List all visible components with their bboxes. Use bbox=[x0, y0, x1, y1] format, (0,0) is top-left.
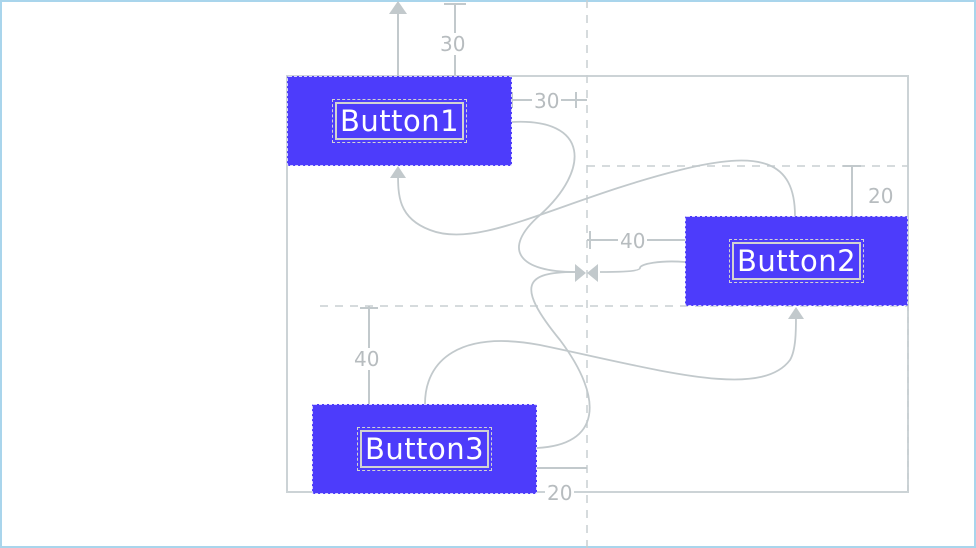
button1[interactable]: Button1 bbox=[287, 76, 512, 166]
arrow-up-icon bbox=[389, 1, 407, 14]
constraint-curves bbox=[397, 121, 797, 449]
button3[interactable]: Button3 bbox=[312, 404, 537, 494]
dimension-label-button3-bottom: 20 bbox=[545, 481, 575, 505]
button2-to-chain-curve bbox=[599, 260, 686, 273]
dimension-label-button1-top: 30 bbox=[438, 32, 468, 56]
button2-label: Button2 bbox=[728, 239, 865, 283]
button3-to-chain-curve bbox=[530, 271, 591, 449]
arrow-up-icon bbox=[390, 166, 406, 178]
chain-bowtie-icon bbox=[575, 264, 598, 282]
dimension-label-button2-start: 40 bbox=[618, 229, 648, 253]
button3-to-button2-curve bbox=[424, 315, 797, 405]
button1-label: Button1 bbox=[331, 99, 468, 143]
button2-to-button1-curve bbox=[397, 159, 796, 236]
dimension-label-button3-top: 40 bbox=[352, 347, 382, 371]
button2-top-constraint bbox=[843, 165, 861, 216]
arrow-up-icon bbox=[788, 307, 804, 319]
dimension-label-button2-top: 20 bbox=[866, 184, 896, 208]
parent-layout-bounds bbox=[286, 75, 909, 493]
button2[interactable]: Button2 bbox=[685, 216, 908, 306]
dimension-label-button1-end: 30 bbox=[532, 89, 562, 113]
button3-label: Button3 bbox=[356, 427, 493, 471]
button1-to-chain-curve bbox=[511, 121, 576, 273]
